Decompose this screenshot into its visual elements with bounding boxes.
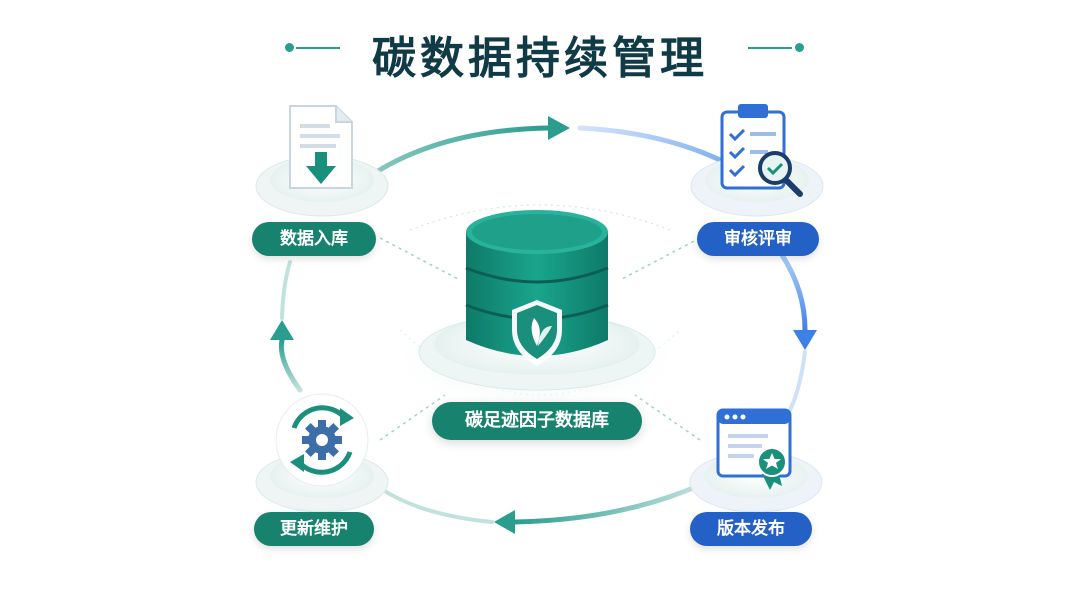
document-download-icon — [289, 105, 353, 189]
node-label-maintenance: 更新维护 — [254, 512, 374, 546]
title-deco-dot-left — [285, 43, 294, 52]
center-label-database: 碳足迹因子数据库 — [432, 402, 642, 440]
title-deco-dot-right — [795, 43, 804, 52]
arrow-up-head — [270, 320, 294, 340]
node-label-data-ingest: 数据入库 — [252, 222, 376, 256]
arrow-left-head — [494, 510, 515, 534]
arc-bottom — [512, 482, 703, 525]
arc-bottom-left — [378, 486, 494, 524]
arc-left — [278, 337, 303, 393]
page-title: 碳数据持续管理 — [372, 33, 708, 84]
arc-left-upper — [280, 260, 292, 320]
title-area: 碳数据持续管理 — [0, 14, 1080, 84]
browser-window-badge-icon — [716, 408, 792, 490]
arc-top-left — [367, 125, 551, 179]
clipboard-checklist-magnifier-icon — [720, 104, 803, 197]
node-label-release: 版本发布 — [690, 512, 812, 546]
arc-top-right — [577, 125, 723, 163]
title-deco-line-left — [296, 47, 340, 49]
arc-right — [772, 242, 808, 333]
arc-right-lower — [788, 350, 807, 412]
title-deco-line-right — [748, 47, 792, 49]
gear-refresh-icon — [275, 393, 369, 487]
database-shield-leaf-icon — [465, 210, 609, 366]
arrow-down-head — [793, 330, 817, 350]
arrow-top-right-head — [548, 116, 570, 140]
node-label-review: 审核评审 — [697, 222, 819, 256]
